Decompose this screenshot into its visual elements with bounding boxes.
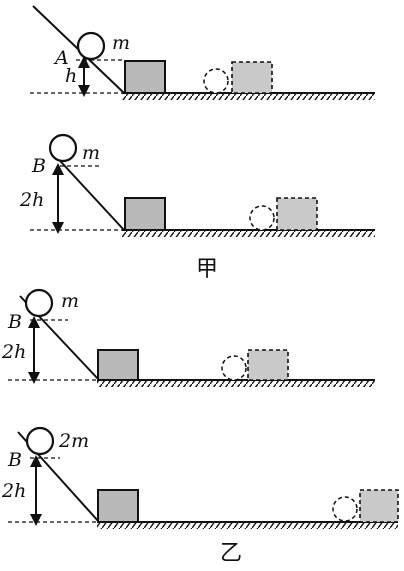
ball xyxy=(48,133,78,163)
caption-jia: 甲 xyxy=(196,257,218,282)
ghost-ball xyxy=(203,68,229,94)
ghost-block xyxy=(359,489,399,523)
height-label: 2h xyxy=(1,341,26,363)
ground-hatching xyxy=(97,523,398,529)
ball xyxy=(24,288,54,318)
ground-hatching xyxy=(97,381,375,387)
point-label: B xyxy=(7,449,22,471)
ghost-block xyxy=(276,197,318,231)
point-label: B xyxy=(31,155,46,177)
mass-label: m xyxy=(82,142,100,164)
height-label: 2h xyxy=(1,480,26,502)
ghost-ball xyxy=(249,205,275,231)
block xyxy=(97,489,139,523)
caption-yi: 乙 xyxy=(220,541,242,566)
ghost-block xyxy=(247,349,289,381)
ground-hatching xyxy=(122,94,375,100)
ball xyxy=(25,426,55,456)
panel-4: B 2m 2h xyxy=(1,426,399,529)
ground-hatching xyxy=(122,231,375,237)
height-label: 2h xyxy=(19,189,44,211)
panel-2: B m 2h xyxy=(19,133,375,237)
ball xyxy=(76,31,106,61)
ghost-ball xyxy=(332,496,358,522)
point-label: B xyxy=(7,311,22,333)
panel-1: A m h xyxy=(30,5,375,100)
point-label: A xyxy=(53,47,69,69)
mass-label: m xyxy=(61,290,79,312)
block xyxy=(124,197,166,231)
mass-label: m xyxy=(112,32,130,54)
ghost-block xyxy=(231,61,273,94)
block xyxy=(124,60,166,94)
panel-3: B m 2h xyxy=(1,288,375,387)
mass-label: 2m xyxy=(58,430,89,452)
height-label: h xyxy=(65,65,77,87)
block xyxy=(97,349,139,381)
ghost-ball xyxy=(221,355,247,381)
